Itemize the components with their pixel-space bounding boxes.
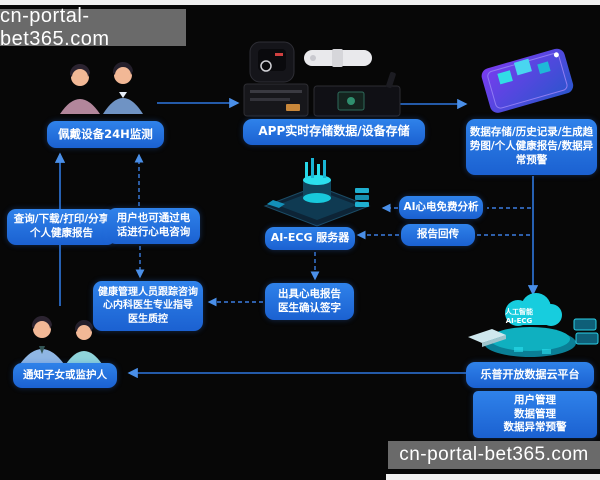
devices-illustration bbox=[243, 41, 401, 117]
cloud-ai-label-line2: AI-ECG bbox=[505, 316, 533, 325]
wearers-illustration bbox=[60, 61, 143, 114]
watermark-top-left: cn-portal-bet365.com bbox=[0, 5, 186, 50]
node-label: 佩戴设备24H监测 bbox=[58, 126, 153, 141]
node-label: 话进行心电咨询 bbox=[116, 226, 191, 238]
node-label: 通知子女或监护人 bbox=[23, 368, 107, 381]
page-edge-top bbox=[0, 0, 600, 5]
node-report-return: 报告回传 bbox=[401, 224, 475, 246]
node-label: 常预警 bbox=[515, 153, 548, 166]
node-label: 用户也可通过电 bbox=[116, 212, 191, 225]
node-phone-consult: 用户也可通过电 话进行心电咨询 bbox=[107, 208, 200, 244]
node-health-manager: 健康管理人员跟踪咨询 心内科医生专业指导 医生质控 bbox=[93, 281, 203, 331]
watermark-text: cn-portal-bet365.com bbox=[399, 444, 589, 465]
node-notify-family: 通知子女或监护人 bbox=[13, 363, 117, 388]
node-app-storage: APP实时存储数据/设备存储 bbox=[243, 119, 425, 145]
watermark-text: cn-portal-bet365.com bbox=[0, 4, 110, 50]
node-platform-functions: 用户管理 数据管理 数据异常预警 bbox=[473, 391, 597, 438]
node-issue-report: 出具心电报告 医生确认签字 bbox=[265, 283, 354, 320]
node-label: 乐普开放数据云平台 bbox=[480, 367, 580, 381]
ai-server-illustration bbox=[263, 158, 371, 227]
node-label: AI心电免费分析 bbox=[403, 200, 479, 213]
family-illustration bbox=[20, 316, 102, 364]
node-label: AI-ECG 服务器 bbox=[270, 231, 350, 245]
watermark-bottom-right: cn-portal-bet365.com bbox=[388, 441, 600, 469]
node-ai-analysis: AI心电免费分析 bbox=[399, 196, 483, 219]
smartphone-illustration bbox=[481, 48, 574, 113]
node-lepu-platform: 乐普开放数据云平台 bbox=[466, 362, 594, 388]
node-label: 医生质控 bbox=[128, 313, 168, 325]
node-label: 数据存储/历史记录/生成趋 bbox=[469, 126, 594, 139]
node-query-report: 查询/下载/打印/分享 个人健康报告 bbox=[7, 209, 116, 245]
node-ai-server: AI-ECG 服务器 bbox=[265, 227, 355, 250]
node-data-storage: 数据存储/历史记录/生成趋 势图/个人健康报告/数据异 常预警 bbox=[466, 119, 597, 175]
node-label: 报告回传 bbox=[417, 228, 459, 241]
node-label: 健康管理人员跟踪咨询 bbox=[98, 287, 198, 299]
node-label: 心内科医生专业指导 bbox=[103, 300, 193, 312]
page-edge-bottom bbox=[386, 474, 600, 480]
node-label: 个人健康报告 bbox=[30, 227, 93, 239]
node-label: APP实时存储数据/设备存储 bbox=[258, 124, 410, 139]
node-label: 势图/个人健康报告/数据异 bbox=[469, 140, 594, 153]
cloud-ai-label: 人工智能 AI-ECG bbox=[489, 308, 549, 326]
node-wear-device: 佩戴设备24H监测 bbox=[47, 121, 164, 148]
node-label: 数据异常预警 bbox=[503, 421, 567, 434]
cloud-platform-illustration bbox=[468, 293, 599, 357]
node-label: 医生确认签字 bbox=[278, 301, 341, 314]
node-label: 数据管理 bbox=[514, 407, 556, 420]
cloud-ai-label-line1: 人工智能 bbox=[505, 308, 533, 316]
node-label: 出具心电报告 bbox=[278, 287, 341, 300]
node-label: 用户管理 bbox=[514, 393, 556, 406]
node-label: 查询/下载/打印/分享 bbox=[13, 213, 110, 226]
